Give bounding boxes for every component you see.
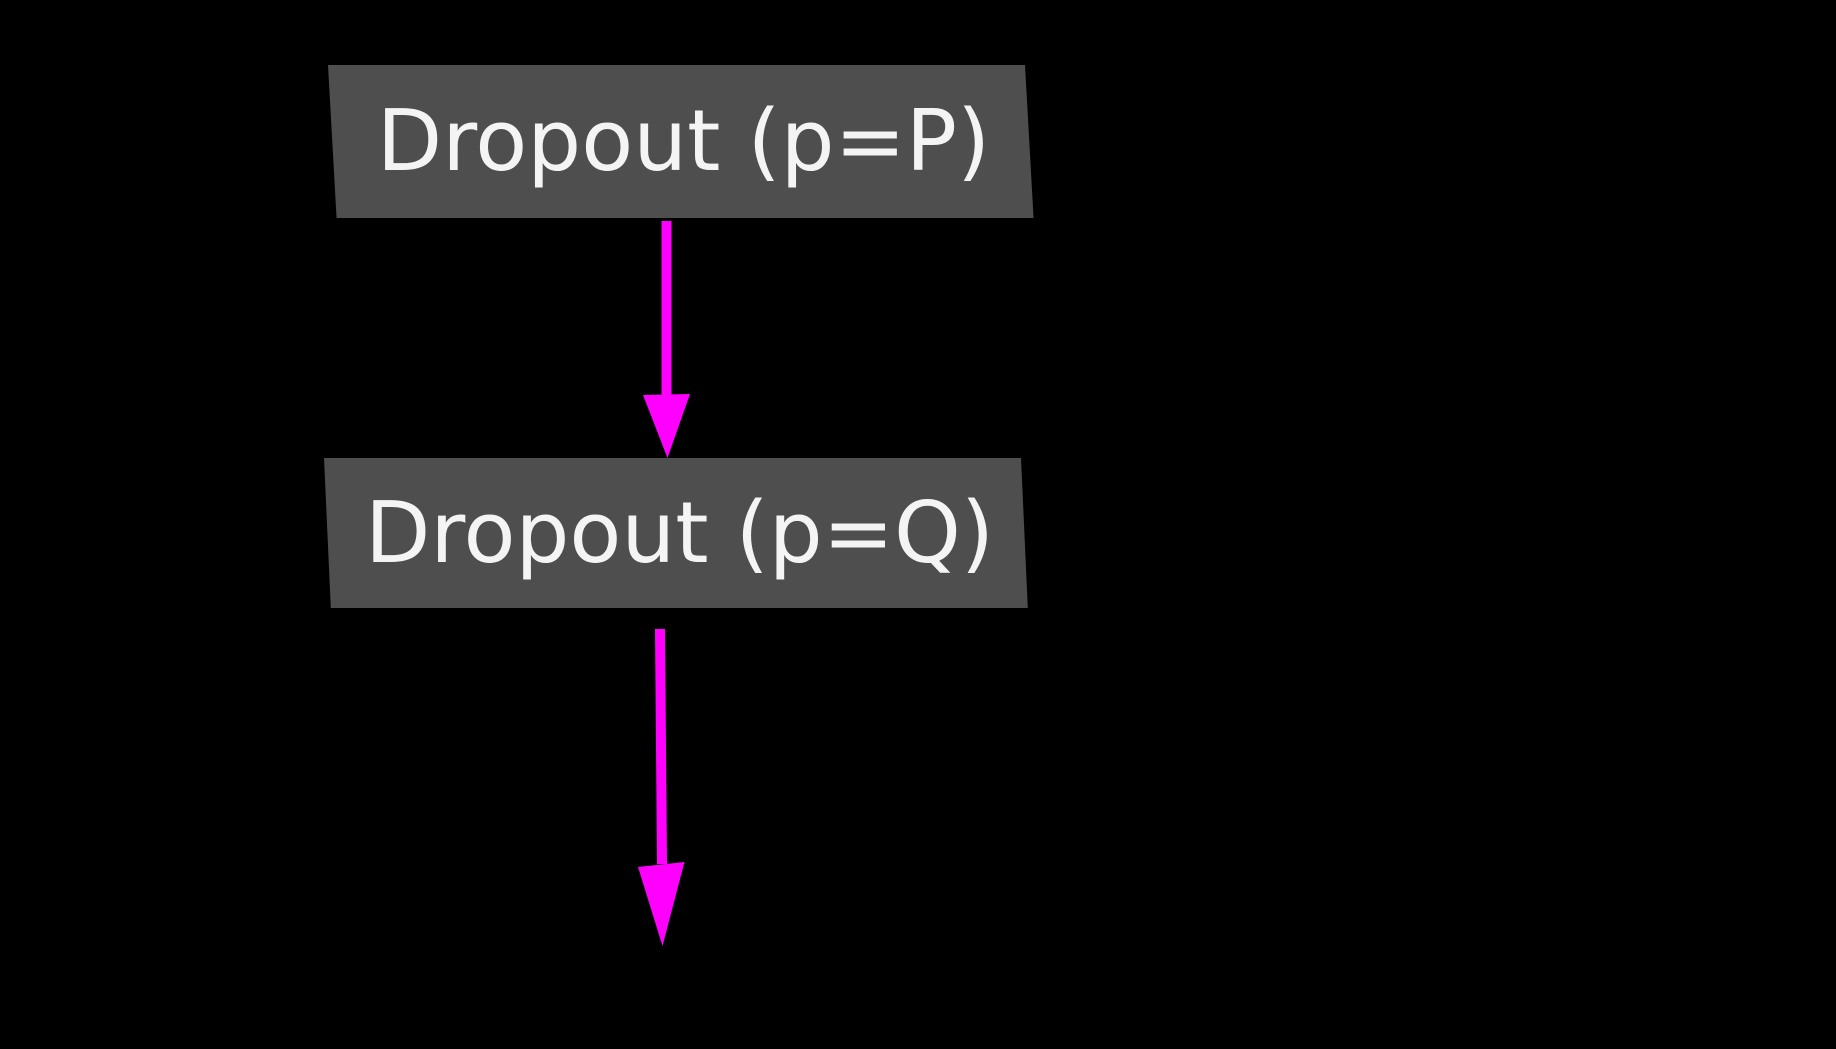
node-dropout-p-label: Dropout (p=P) xyxy=(376,92,991,191)
node-dropout-q: Dropout (p=Q) xyxy=(324,458,1028,608)
arrow-shaft xyxy=(655,628,667,865)
arrowhead-down-icon xyxy=(643,394,690,458)
arrowhead-down-icon xyxy=(638,862,685,946)
node-dropout-q-label: Dropout (p=Q) xyxy=(364,483,995,583)
node-dropout-p: Dropout (p=P) xyxy=(328,65,1034,218)
arrow-dropout-p-to-dropout-q xyxy=(643,221,690,458)
arrow-dropout-q-to-output xyxy=(638,628,685,946)
